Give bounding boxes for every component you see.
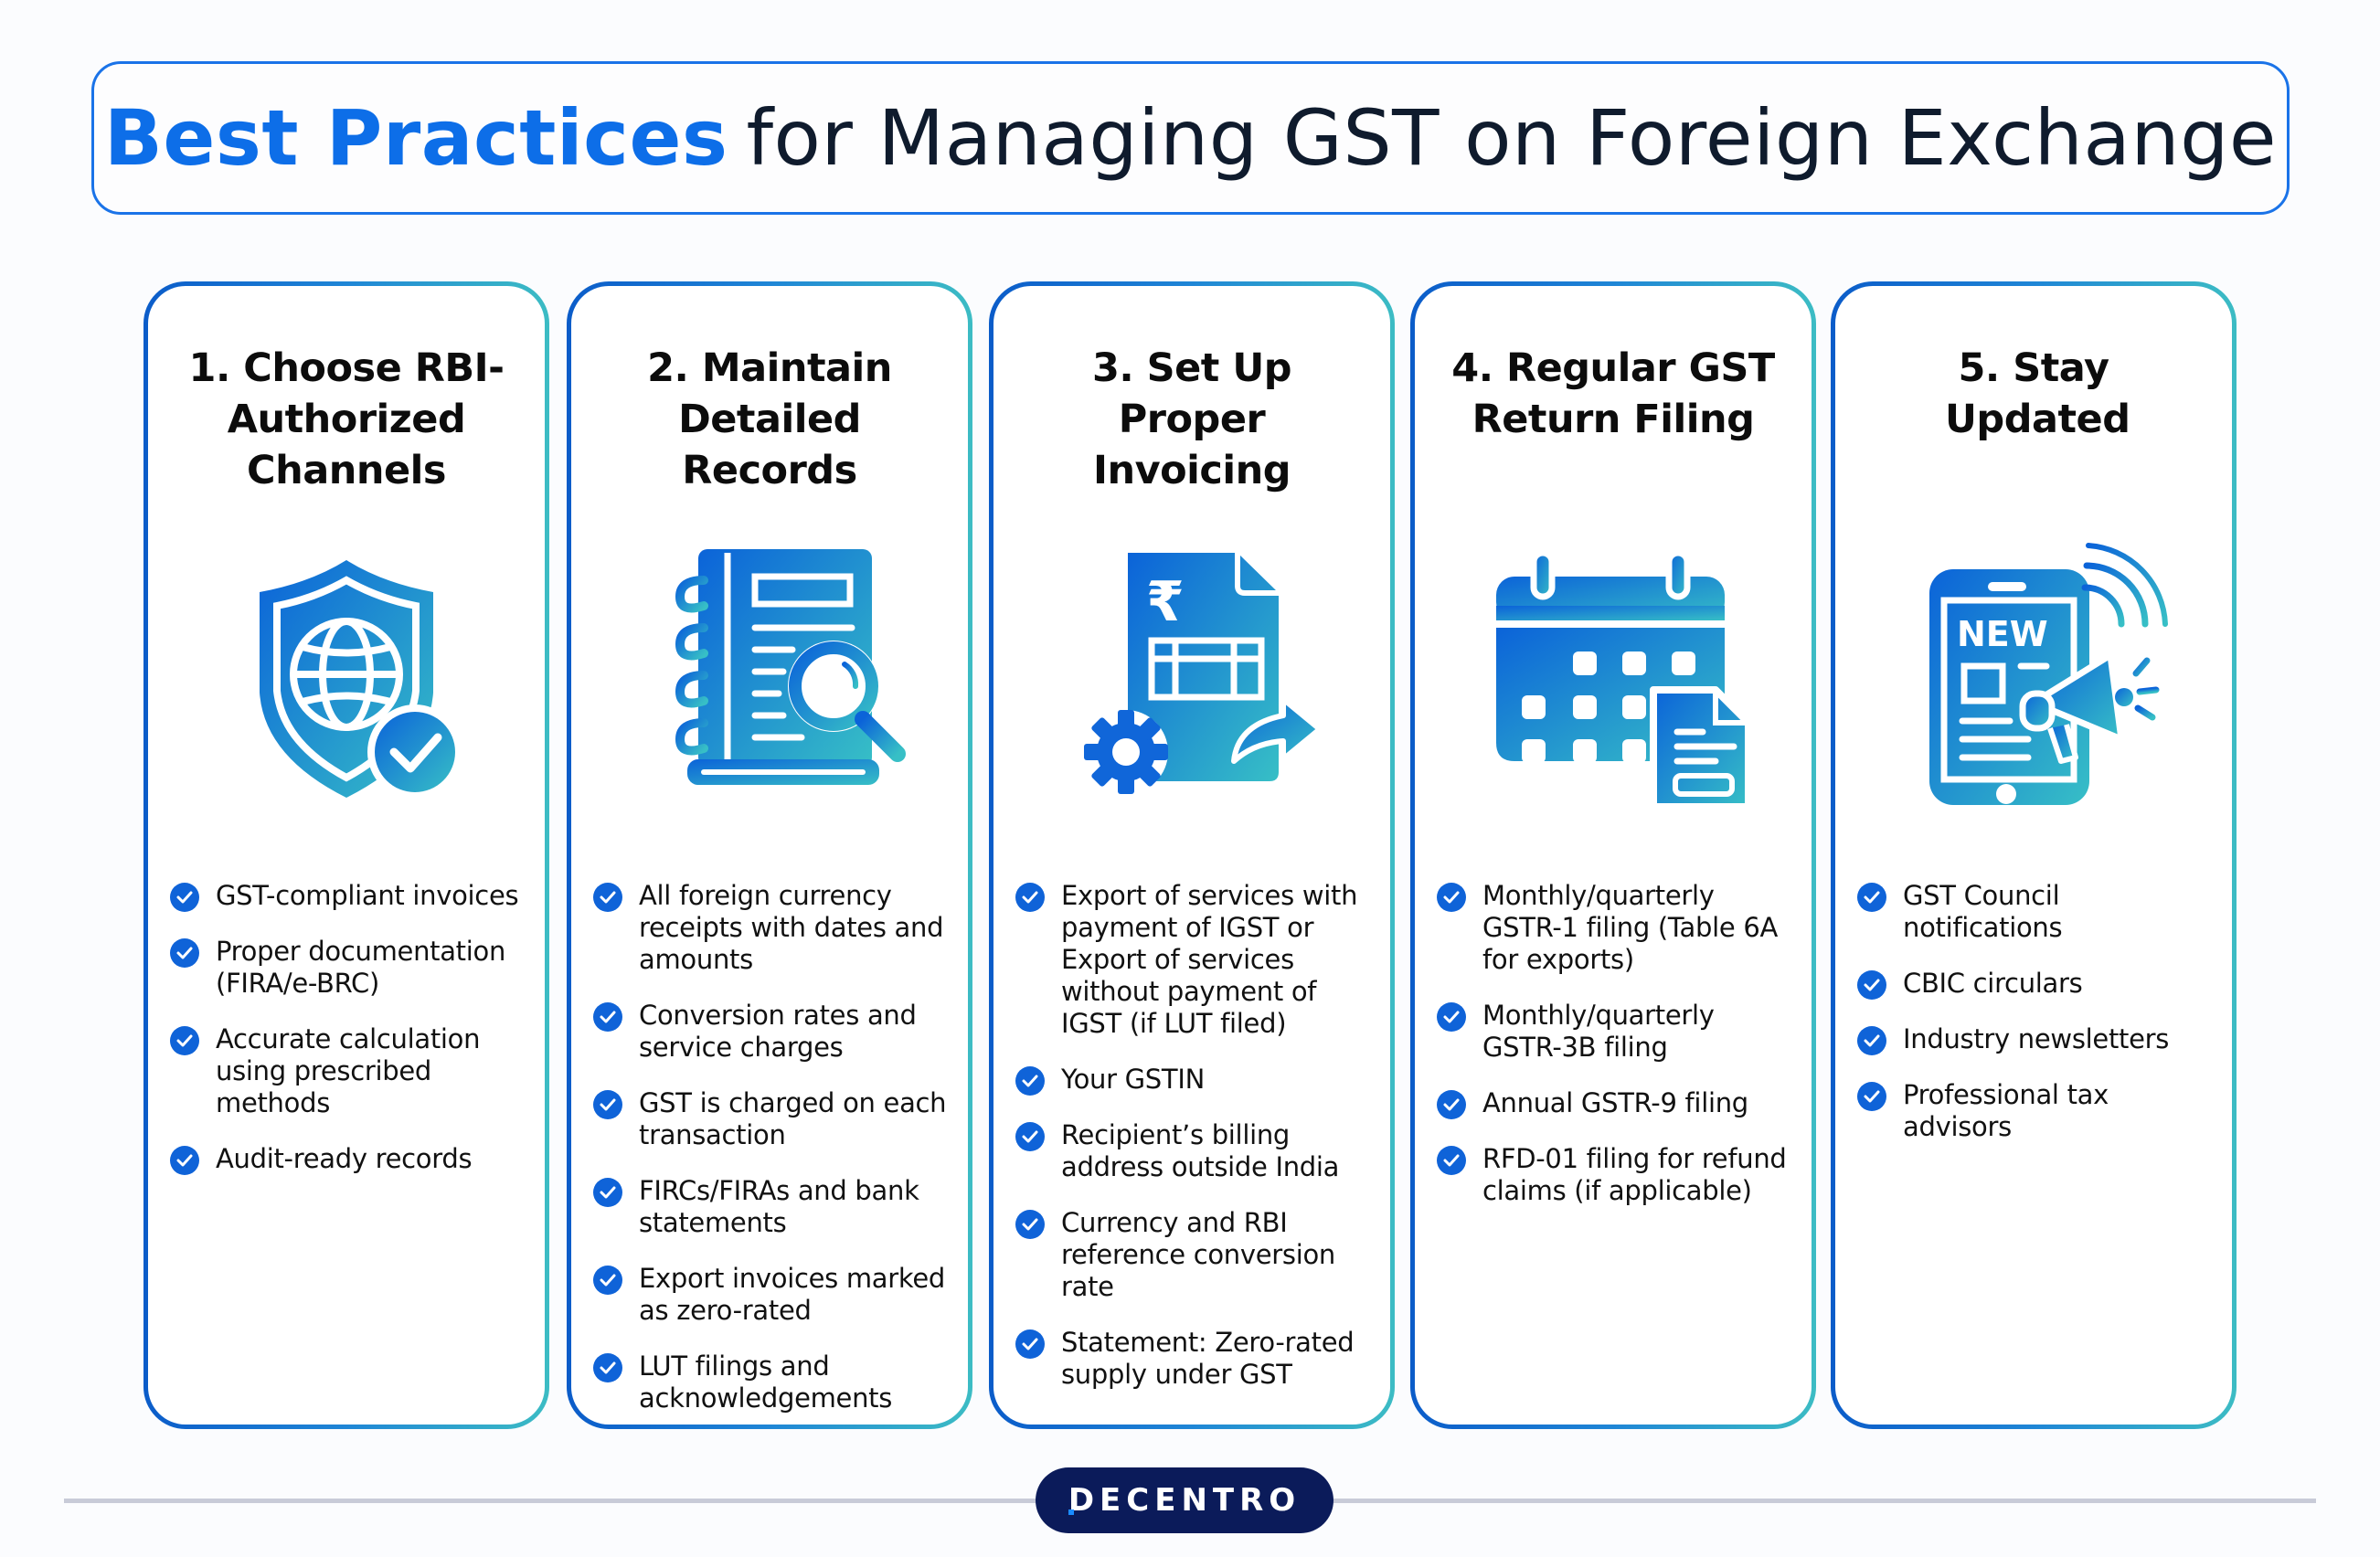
list-item: All foreign currency receipts with dates… (593, 880, 953, 976)
list-item: GST-compliant invoices (170, 880, 530, 912)
card-heading: 4. Regular GST Return Filing (1451, 345, 1775, 442)
card-return-filing: 4. Regular GST Return Filing (1410, 281, 1816, 1429)
check-circle-icon (1437, 1002, 1466, 1032)
check-circle-icon (1857, 970, 1886, 1000)
title-accent: Best Practices (103, 93, 728, 183)
check-circle-icon (1015, 883, 1045, 912)
bullet-list: Monthly/quarterly GSTR-1 filing (Table 6… (1437, 880, 1797, 1231)
shield-globe-check-icon (209, 542, 483, 816)
check-circle-icon (1015, 1122, 1045, 1151)
list-item: Industry newsletters (1857, 1023, 2217, 1055)
list-item: Conversion rates and service charges (593, 1000, 953, 1064)
card-heading: 3. Set Up Proper Invoicing (1091, 345, 1292, 493)
list-item: Professional tax advisors (1857, 1079, 2217, 1143)
list-item: Your GSTIN (1015, 1064, 1376, 1096)
list-item: Recipient’s billing address outside Indi… (1015, 1119, 1376, 1183)
calendar-document-icon (1476, 533, 1752, 810)
list-item: Annual GSTR-9 filing (1437, 1087, 1797, 1119)
bullet-list: GST Council notifications CBIC circulars… (1857, 880, 2217, 1167)
check-circle-icon (1437, 1090, 1466, 1119)
list-item: LUT filings and acknowledgements (593, 1350, 953, 1414)
bullet-list: GST-compliant invoices Proper documentat… (170, 880, 530, 1199)
check-circle-icon (1437, 883, 1466, 912)
check-circle-icon (1857, 1026, 1886, 1055)
check-circle-icon (170, 1026, 199, 1055)
list-item: Proper documentation (FIRA/e-BRC) (170, 936, 530, 1000)
card-rbi-channels: 1. Choose RBI-Authorized Channels GST-co… (143, 281, 549, 1429)
list-item: Statement: Zero-rated supply under GST (1015, 1327, 1376, 1391)
check-circle-icon (593, 883, 622, 912)
phone-news-megaphone-icon: NEW (1897, 533, 2171, 807)
list-item: FIRCs/FIRAs and bank statements (593, 1175, 953, 1239)
list-item: Export invoices marked as zero-rated (593, 1263, 953, 1327)
list-item: Monthly/quarterly GSTR-1 filing (Table 6… (1437, 880, 1797, 976)
logo-dot-icon (1068, 1509, 1074, 1515)
card-heading: 5. Stay Updated (1945, 345, 2130, 442)
card-stay-updated: 5. Stay Updated NEW (1831, 281, 2237, 1429)
list-item: Monthly/quarterly GSTR-3B filing (1437, 1000, 1797, 1064)
check-circle-icon (170, 938, 199, 968)
card-detailed-records: 2. Maintain Detailed Records (567, 281, 972, 1429)
card-proper-invoicing: 3. Set Up Proper Invoicing ₹ (989, 281, 1395, 1429)
list-item: GST is charged on each transaction (593, 1087, 953, 1151)
card-heading: 2. Maintain Detailed Records (647, 345, 892, 493)
rupee-invoice-gear-icon: ₹ (1055, 533, 1329, 807)
check-circle-icon (593, 1090, 622, 1119)
list-item: GST Council notifications (1857, 880, 2217, 944)
check-circle-icon (593, 1266, 622, 1295)
check-circle-icon (593, 1178, 622, 1207)
list-item: CBIC circulars (1857, 968, 2217, 1000)
list-item: RFD-01 filing for refund claims (if appl… (1437, 1143, 1797, 1207)
check-circle-icon (1857, 1082, 1886, 1111)
list-item: Currency and RBI reference conversion ra… (1015, 1207, 1376, 1303)
brand-logo: DECENTRO (1068, 1482, 1302, 1519)
check-circle-icon (1437, 1146, 1466, 1175)
check-circle-icon (1857, 883, 1886, 912)
list-item: Export of services with payment of IGST … (1015, 880, 1376, 1040)
check-circle-icon (1015, 1329, 1045, 1359)
check-circle-icon (1015, 1210, 1045, 1239)
check-circle-icon (170, 1146, 199, 1175)
svg-text:NEW: NEW (1957, 614, 2048, 654)
check-circle-icon (593, 1002, 622, 1032)
check-circle-icon (1015, 1066, 1045, 1096)
bullet-list: All foreign currency receipts with dates… (593, 880, 953, 1438)
notebook-magnifier-icon (632, 533, 907, 807)
card-heading: 1. Choose RBI-Authorized Channels (188, 345, 505, 493)
check-circle-icon (170, 883, 199, 912)
check-circle-icon (593, 1353, 622, 1382)
svg-text:₹: ₹ (1146, 570, 1185, 634)
list-item: Audit-ready records (170, 1143, 530, 1175)
list-item: Accurate calculation using prescribed me… (170, 1023, 530, 1119)
bullet-list: Export of services with payment of IGST … (1015, 880, 1376, 1414)
title-rest: for Managing GST on Foreign Exchange (746, 93, 2278, 183)
brand-logo-pill[interactable]: DECENTRO (1036, 1467, 1333, 1533)
